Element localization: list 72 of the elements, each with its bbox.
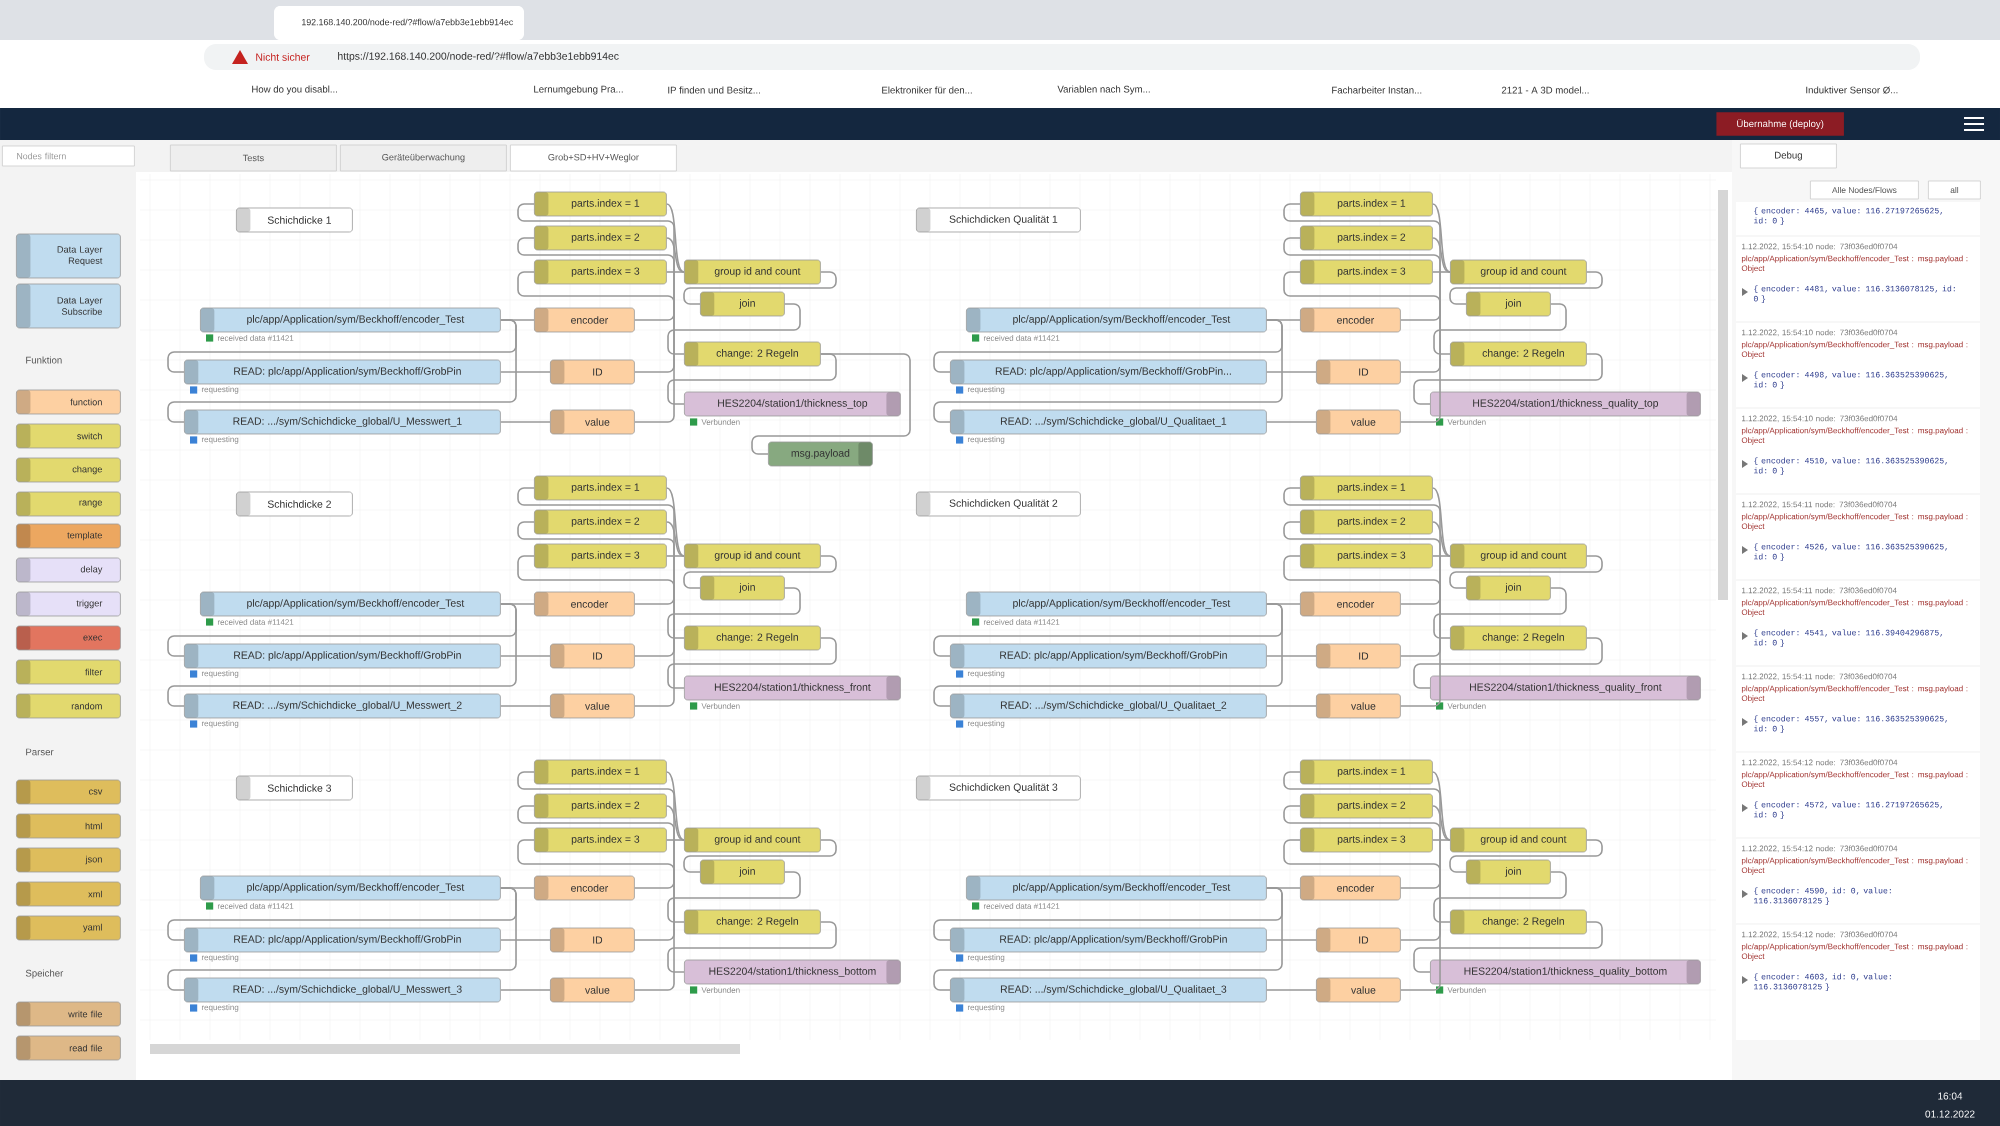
wire	[1283, 771, 1441, 889]
wire	[1283, 237, 1441, 373]
wire	[500, 655, 551, 657]
wire	[167, 603, 517, 707]
wire	[1432, 839, 1451, 841]
wire	[500, 421, 551, 423]
wire	[1449, 555, 1603, 589]
wire	[500, 939, 551, 941]
wire	[1432, 521, 1451, 557]
wire	[667, 353, 837, 405]
wire	[1283, 805, 1441, 941]
wire	[517, 771, 675, 889]
wire	[933, 887, 1283, 991]
wire	[1449, 839, 1603, 873]
wire	[666, 839, 685, 841]
wire	[666, 203, 685, 273]
wire	[517, 203, 675, 321]
wire	[1283, 555, 1441, 707]
wire	[1283, 203, 1441, 321]
wire	[1283, 487, 1441, 605]
wire	[1413, 921, 1603, 973]
wire	[667, 637, 837, 689]
wire	[500, 705, 551, 707]
wire	[1266, 989, 1317, 991]
wire	[1283, 521, 1441, 657]
wire	[1266, 421, 1317, 423]
wire	[667, 871, 801, 923]
wire	[683, 555, 837, 589]
wire	[667, 921, 837, 973]
wire	[666, 271, 685, 273]
wire	[1432, 487, 1451, 557]
wire	[683, 271, 837, 305]
wire	[1432, 237, 1451, 273]
wire	[667, 587, 801, 639]
wire	[1266, 939, 1317, 941]
wire	[500, 989, 551, 991]
wire	[517, 271, 675, 423]
wire	[517, 487, 675, 605]
wire	[1433, 587, 1567, 639]
wire	[517, 521, 675, 657]
wire	[666, 805, 685, 841]
wire	[1413, 637, 1603, 689]
wire	[1266, 371, 1317, 373]
wire	[1433, 871, 1567, 923]
wire	[1266, 705, 1317, 707]
wire	[500, 371, 551, 373]
wire	[1266, 655, 1317, 657]
wire	[1433, 303, 1567, 355]
wire	[1432, 805, 1451, 841]
wire	[1283, 839, 1441, 991]
wire	[666, 521, 685, 557]
wire	[683, 839, 837, 873]
wire	[1283, 271, 1441, 423]
wire	[933, 319, 1283, 423]
wire	[517, 237, 675, 373]
wire	[667, 303, 801, 355]
wire	[666, 771, 685, 841]
wire	[517, 555, 675, 707]
wire	[666, 487, 685, 557]
wire	[1432, 271, 1451, 273]
wire	[517, 805, 675, 941]
wire	[933, 603, 1283, 707]
wire	[1432, 555, 1451, 557]
wire	[1413, 353, 1603, 405]
wire	[1432, 203, 1451, 273]
wire	[666, 237, 685, 273]
wire	[167, 319, 517, 423]
wire	[517, 839, 675, 991]
wire	[1449, 271, 1603, 305]
wire	[666, 555, 685, 557]
wire	[1432, 771, 1451, 841]
wire	[167, 887, 517, 991]
